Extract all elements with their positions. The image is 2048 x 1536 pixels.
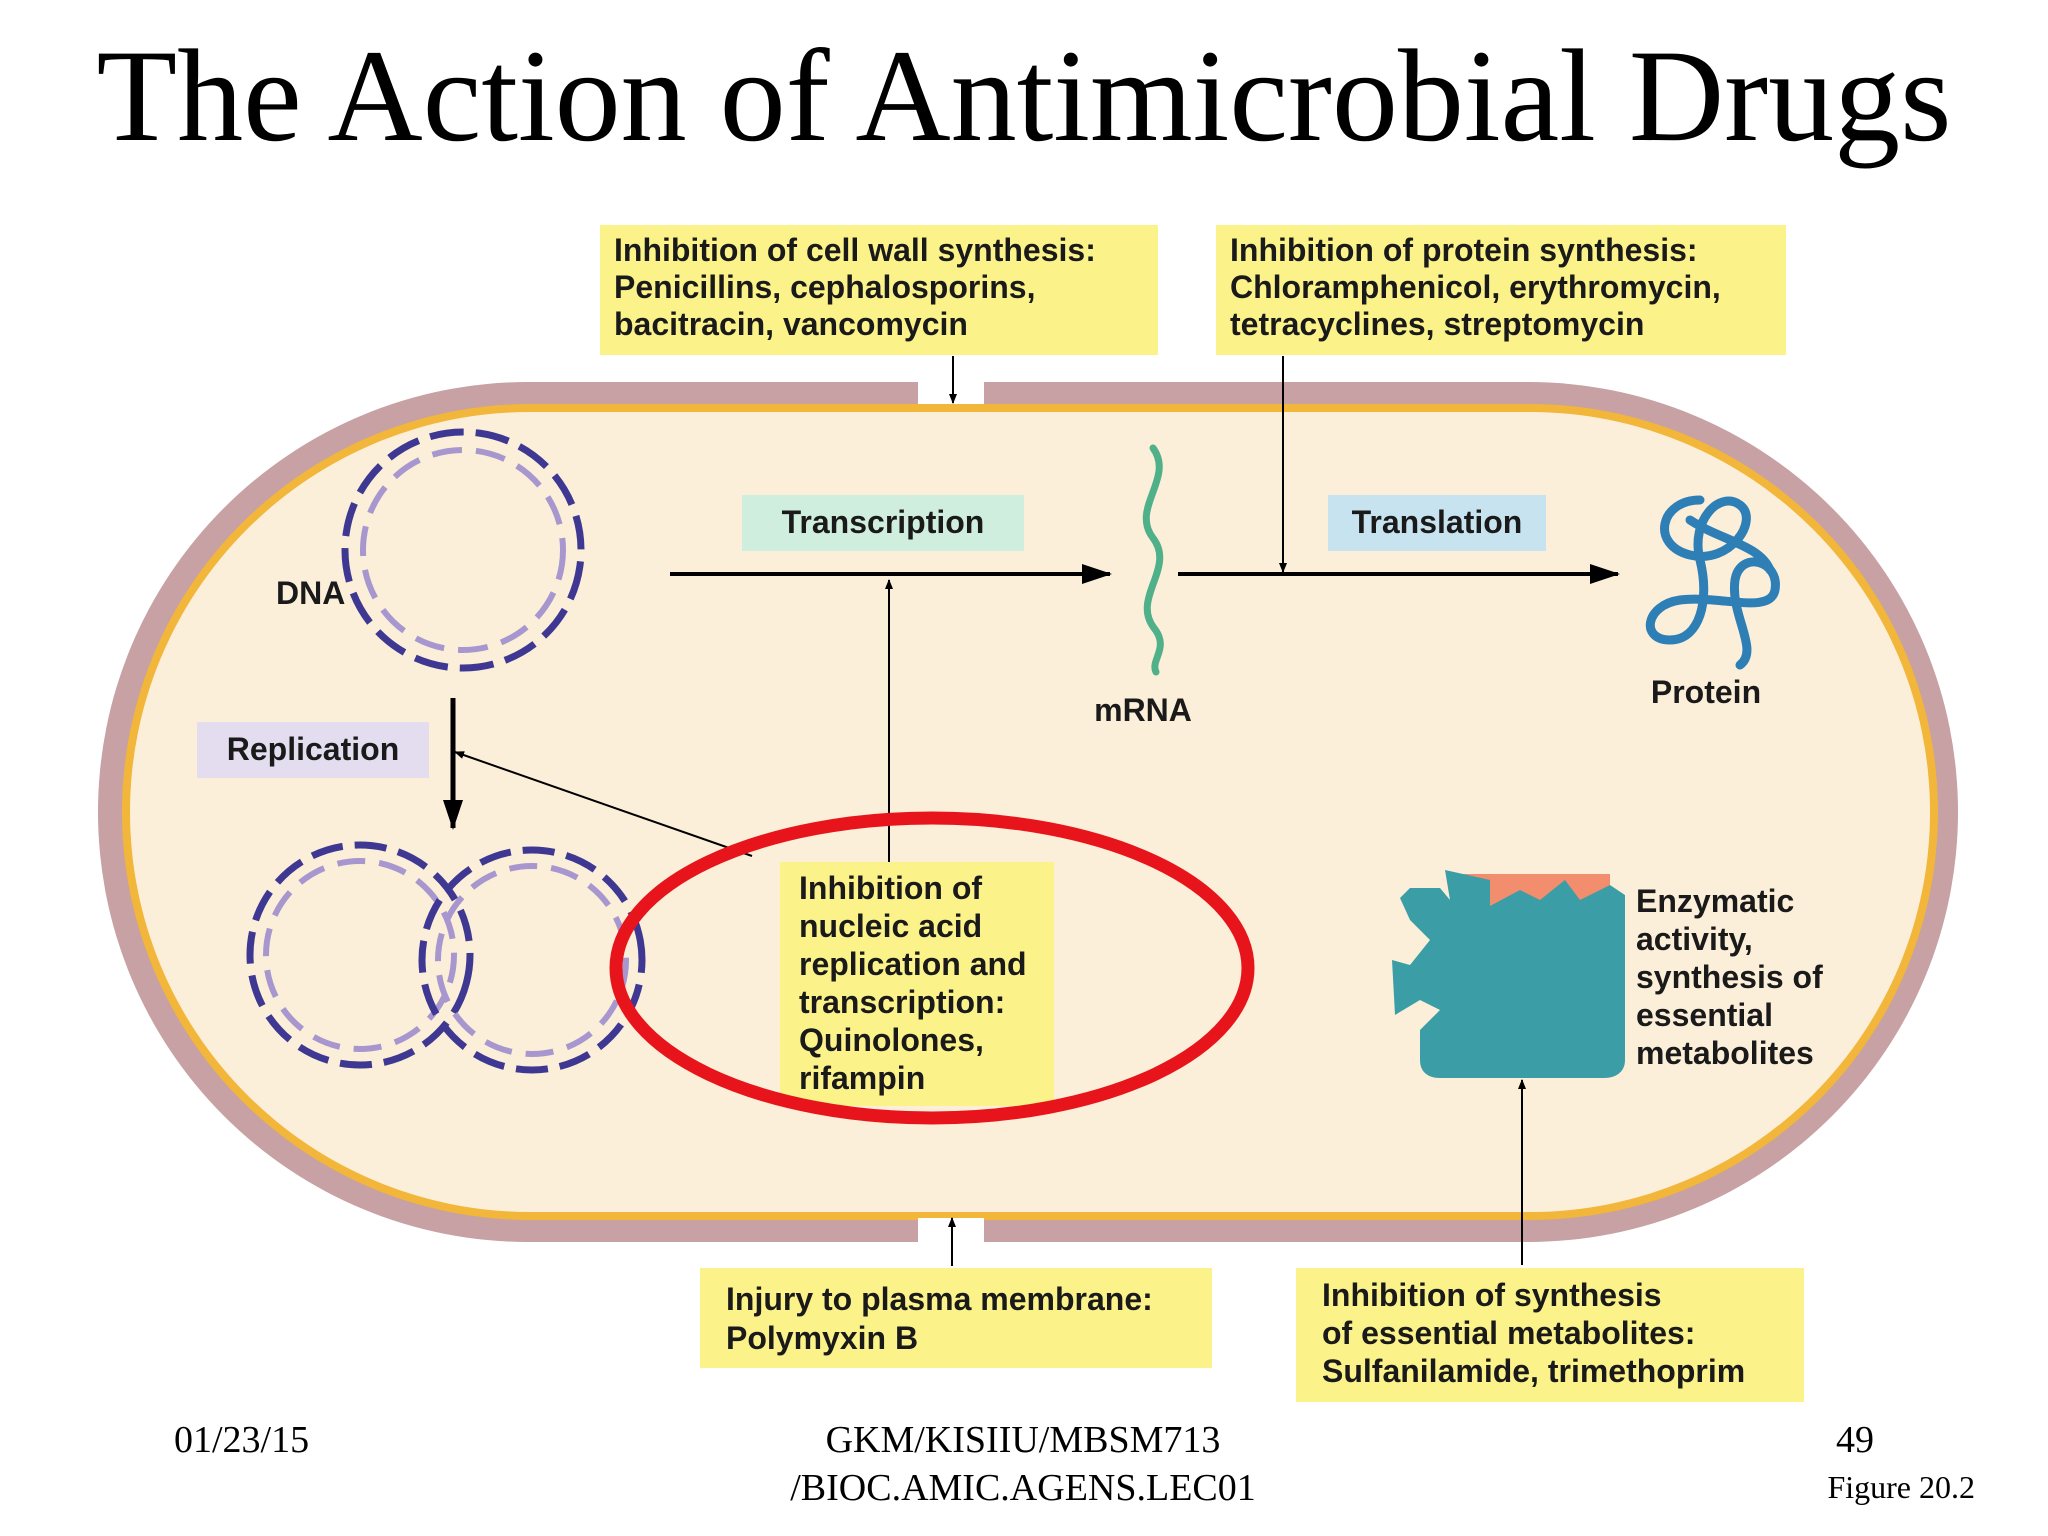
dna-label: DNA: [276, 575, 345, 611]
mrna-strand: [1142, 444, 1164, 676]
dna-plasmid: [341, 428, 585, 672]
slide-title: The Action of Antimicrobial Drugs: [96, 22, 1951, 169]
nucleic-box-line-2: nucleic acid: [799, 908, 982, 944]
replication-label: Replication: [227, 731, 399, 767]
mrna-label: mRNA: [1094, 692, 1192, 728]
protein-label: Protein: [1651, 674, 1761, 710]
daughter-dna-left: [246, 841, 474, 1069]
drug-box-nucleic-acid: Inhibition of nucleic acid replication a…: [780, 862, 1054, 1106]
enzymatic-label-line-5: metabolites: [1636, 1035, 1814, 1071]
drug-box-protein: Inhibition of protein synthesis: Chloram…: [1216, 225, 1786, 355]
drug-box-metabolites: Inhibition of synthesis of essential met…: [1296, 1268, 1804, 1402]
nucleic-box-line-5: Quinolones,: [799, 1022, 984, 1058]
footer-figure-ref: Figure 20.2: [1827, 1469, 1975, 1505]
cell-wall-gap-top: [918, 378, 984, 404]
drug-box-cell-wall: Inhibition of cell wall synthesis: Penic…: [600, 225, 1158, 355]
nucleic-box-line-4: transcription:: [799, 984, 1005, 1020]
footer-page-number: 49: [1836, 1419, 1874, 1461]
drug-box-membrane: Injury to plasma membrane: Polymyxin B: [700, 1268, 1212, 1368]
transcription-box: [742, 495, 1024, 551]
enzymatic-label-line-3: synthesis of: [1636, 959, 1823, 995]
membrane-box-line-2: Polymyxin B: [726, 1320, 918, 1356]
metabolites-box-line-1: Inhibition of synthesis: [1322, 1277, 1662, 1313]
protein-box-line-3: tetracyclines, streptomycin: [1230, 306, 1644, 342]
arrow-to-replication: [454, 751, 753, 857]
translation-label: Translation: [1352, 504, 1523, 540]
cell-wall-box-line-2: Penicillins, cephalosporins,: [614, 269, 1035, 305]
enzymatic-label-line-2: activity,: [1636, 921, 1753, 957]
nucleic-box-line-1: Inhibition of: [799, 870, 982, 906]
metabolites-box-line-2: of essential metabolites:: [1322, 1315, 1695, 1351]
protein-box-line-2: Chloramphenicol, erythromycin,: [1230, 269, 1721, 305]
highlight-circle: [609, 811, 1255, 1125]
cell-wall-box-line-1: Inhibition of cell wall synthesis:: [614, 232, 1096, 268]
enzymatic-label-line-1: Enzymatic: [1636, 883, 1794, 919]
footer-course-line-2: /BIOC.AMIC.AGENS.LEC01: [790, 1467, 1256, 1509]
translation-box: [1328, 495, 1546, 551]
daughter-dna-right: [418, 846, 646, 1074]
metabolites-box-line-3: Sulfanilamide, trimethoprim: [1322, 1353, 1745, 1389]
enzymatic-label-line-4: essential: [1636, 997, 1773, 1033]
membrane-box-line-1: Injury to plasma membrane:: [726, 1281, 1153, 1317]
footer-date: 01/23/15: [174, 1419, 309, 1461]
transcription-label: Transcription: [782, 504, 985, 540]
cell-wall-box-line-3: bacitracin, vancomycin: [614, 306, 968, 342]
footer-course-line-1: GKM/KISIIU/MBSM713: [826, 1419, 1221, 1461]
enzyme-shape: [1392, 870, 1625, 1078]
replication-box: [197, 722, 429, 778]
protein-shape: [1645, 495, 1780, 670]
nucleic-box-line-3: replication and: [799, 946, 1027, 982]
protein-box-line-1: Inhibition of protein synthesis:: [1230, 232, 1698, 268]
nucleic-box-line-6: rifampin: [799, 1060, 925, 1096]
